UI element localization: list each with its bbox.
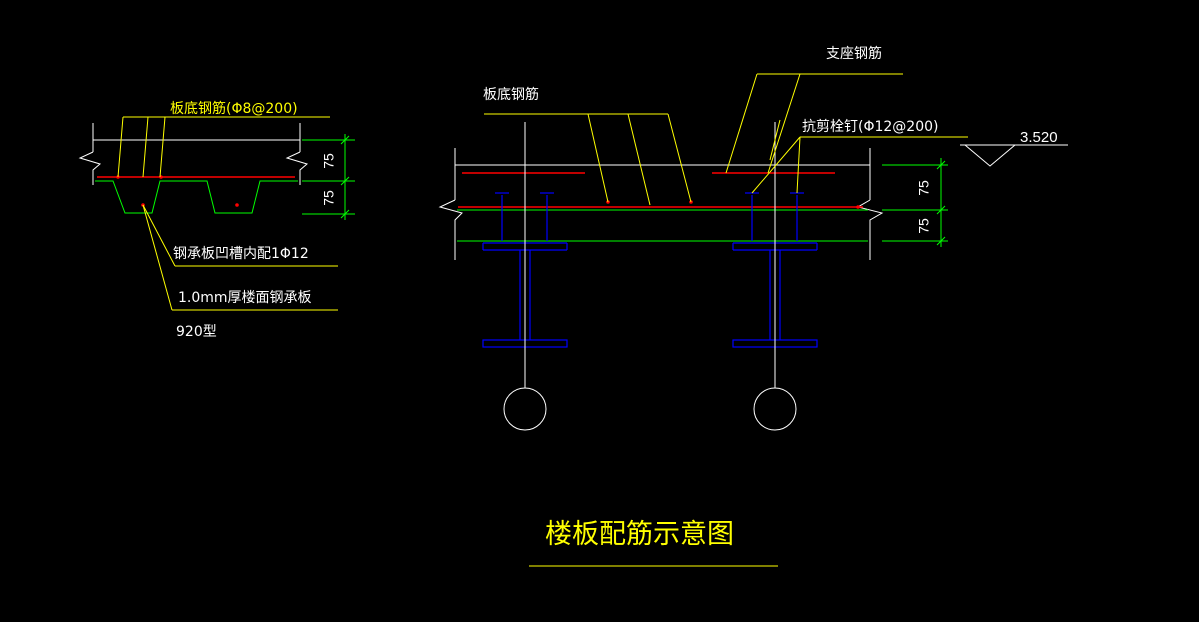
axis-bubble-left — [503, 387, 547, 431]
right-dim-bottom: 75 — [916, 218, 932, 234]
support-rebar-label: 支座钢筋 — [826, 45, 882, 62]
bottom-rebar-label: 板底钢筋 — [483, 86, 539, 103]
drawing-title: 楼板配筋示意图 — [545, 519, 734, 550]
left-steel-deck-profile — [95, 180, 298, 214]
elevation-marker — [960, 144, 1068, 167]
bottom-rebar-dot — [856, 205, 860, 209]
shear-studs — [495, 192, 804, 241]
right-leader-lines — [484, 73, 968, 206]
left-dim-bottom: 75 — [321, 190, 337, 206]
elevation-value: 3.520 — [1020, 129, 1058, 146]
left-slab-outline — [78, 123, 309, 185]
right-detail: 75 75 3.520 板底钢筋 支座钢筋 抗剪栓钉(Φ12@200) — [438, 45, 1068, 431]
left-dimension-lines — [302, 134, 355, 220]
left-detail: 75 75 板底钢筋(Φ8@200) 钢承板凹槽内配1Φ12 1.0mm厚楼面钢… — [78, 100, 355, 340]
axis-bubble-right — [753, 387, 797, 431]
left-leader-lines — [117, 116, 338, 311]
right-slab-outline — [438, 148, 884, 260]
left-deck-type: 920型 — [176, 324, 217, 340]
left-top-rebar-label: 板底钢筋(Φ8@200) — [170, 100, 298, 117]
left-deck-label: 1.0mm厚楼面钢承板 — [178, 290, 312, 306]
right-dimension-lines — [882, 158, 948, 247]
left-groove-rebar-label: 钢承板凹槽内配1Φ12 — [173, 246, 309, 262]
axis-lines — [524, 122, 776, 388]
shear-stud-label: 抗剪栓钉(Φ12@200) — [802, 119, 938, 135]
left-dim-top: 75 — [321, 153, 337, 169]
left-rebar-dot — [235, 203, 239, 207]
right-dim-top: 75 — [916, 180, 932, 196]
